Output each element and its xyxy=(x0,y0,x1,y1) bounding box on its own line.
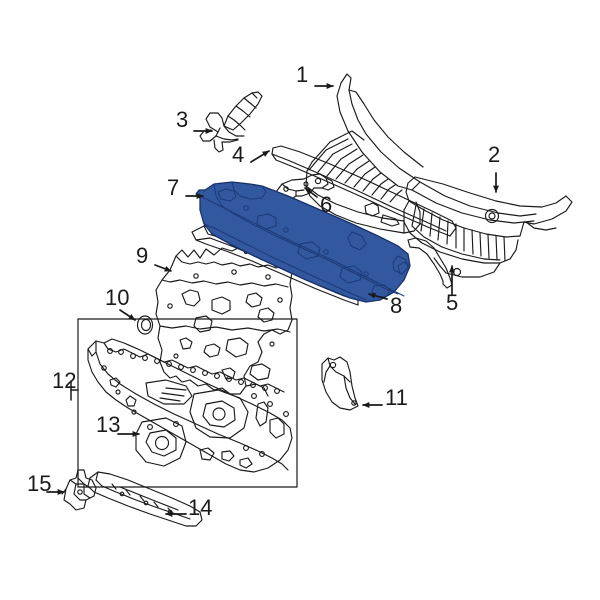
callout-label-12[interactable]: 12 xyxy=(52,368,77,393)
part-14-floor-crossmember xyxy=(87,471,203,527)
part-3-cowl-bracket xyxy=(199,91,263,153)
callout-label-3[interactable]: 3 xyxy=(176,107,189,132)
part-2-cowl-grille-panel-left xyxy=(403,176,573,278)
callout-label-10[interactable]: 10 xyxy=(105,285,130,310)
callout-label-4[interactable]: 4 xyxy=(232,142,245,167)
callout-leader-lines xyxy=(46,83,499,517)
callout-label-6[interactable]: 6 xyxy=(320,192,333,217)
callout-label-15[interactable]: 15 xyxy=(27,471,52,496)
callout-label-2[interactable]: 2 xyxy=(488,142,501,167)
part-1-cowl-side-panel-right xyxy=(305,73,537,234)
part-5-cowl-drain-hose xyxy=(407,237,453,289)
callout-label-5[interactable]: 5 xyxy=(446,290,459,315)
callout-label-13[interactable]: 13 xyxy=(96,412,121,437)
part-9-dash-panel-insulator xyxy=(155,246,293,397)
part-11-cowl-side-trim-bracket xyxy=(321,356,359,411)
callout-label-11[interactable]: 11 xyxy=(385,385,408,410)
part-4-cowl-top-seal-strip xyxy=(271,145,457,237)
part-7-cowl-panel-highlighted xyxy=(195,181,411,303)
part-15-body-mount-bracket xyxy=(61,469,97,511)
callout-label-1[interactable]: 1 xyxy=(296,62,309,87)
callout-label-9[interactable]: 9 xyxy=(136,243,149,268)
callout-label-7[interactable]: 7 xyxy=(167,175,180,200)
callout-label-8[interactable]: 8 xyxy=(390,293,403,318)
callout-label-14[interactable]: 14 xyxy=(188,495,213,520)
part-12-dash-panel-assembly xyxy=(77,318,298,488)
